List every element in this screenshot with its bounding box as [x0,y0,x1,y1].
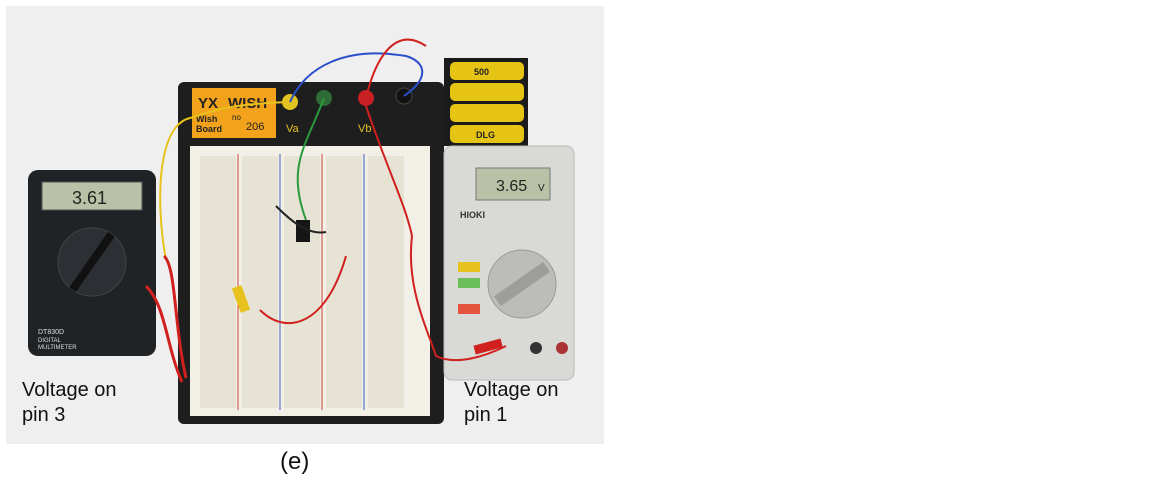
figure-caption: (e) [280,448,310,475]
breadboard-strips [200,154,404,410]
board-logo-mark: YX [198,95,218,112]
board-brand: WISH [228,95,267,112]
multimeter-right-unit: V [538,183,545,194]
board-no-label: no [232,113,241,122]
jack-com [530,342,542,354]
multimeter-left-knob [69,231,115,293]
multimeter-left-model: DT830D [38,329,64,336]
multimeter-right-display [475,167,551,201]
clip-yellow [231,285,251,313]
multimeter-right-brand: HIOKI [460,210,485,220]
batteries [450,62,524,143]
ic-chip [296,220,310,242]
multimeter-right-key-red [458,304,480,314]
clip-red [473,338,503,355]
multimeter-right-reading: 3.65 [496,178,527,195]
multimeter-left-reading: 3.61 [72,188,107,208]
multimeter-right-knob [493,261,551,307]
battery-capacity: 500 [474,67,489,77]
terminal-label-va: Va [286,123,300,135]
label-voltage-pin3: Voltage on pin 3 [22,379,117,426]
multimeter-left-display [41,181,143,211]
jack-v [556,342,568,354]
battery-brand: DLG [476,130,495,140]
wires [144,38,507,383]
multimeter-right-key-green [458,278,480,288]
label-voltage-pin1: Voltage on pin 1 [464,379,559,426]
board-number: 206 [246,121,264,133]
multimeter-right-key-yellow [458,262,480,272]
terminal-label-vb: Vb [358,123,371,135]
